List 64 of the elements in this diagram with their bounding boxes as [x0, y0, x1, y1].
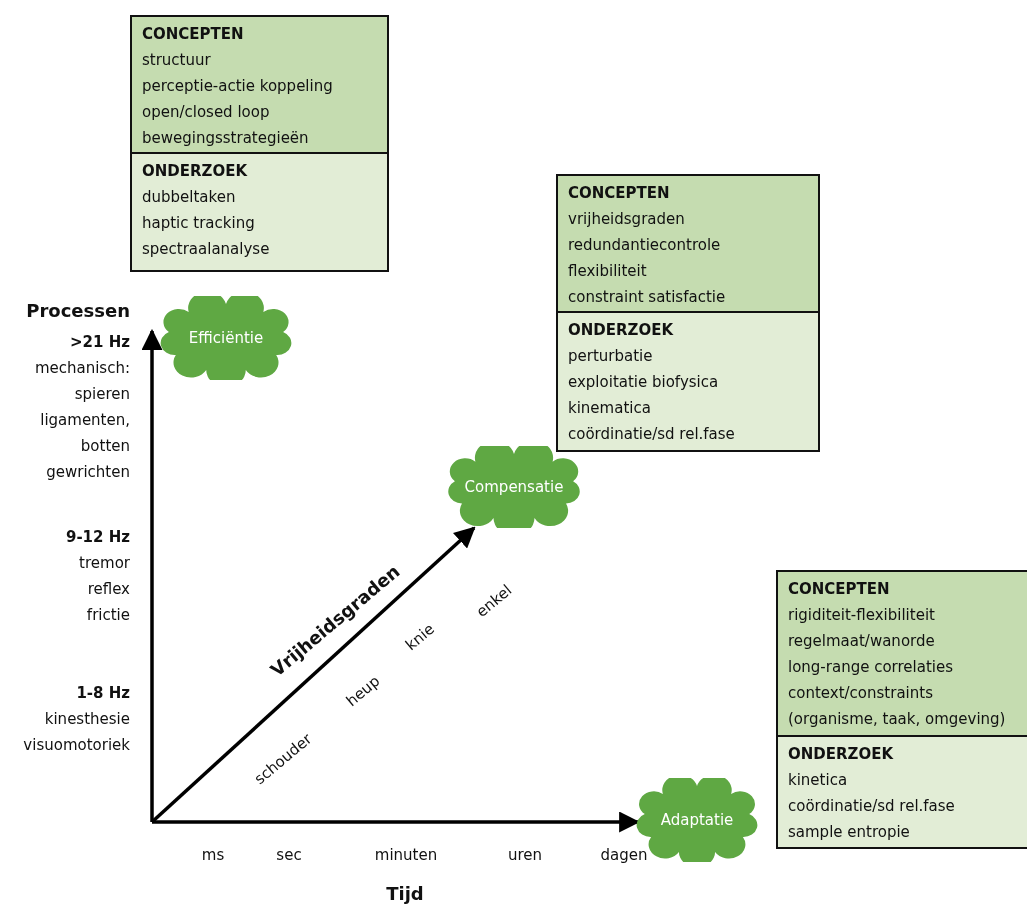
- cloud-label: Adaptatie: [659, 811, 735, 829]
- panel-heading: CONCEPTEN: [788, 579, 891, 600]
- axis-label: kinesthesie: [44, 710, 130, 728]
- axis-tick-label: knie: [402, 619, 438, 655]
- list-item: flexibiliteit: [568, 261, 648, 282]
- axis-label: ligamenten,: [40, 411, 130, 429]
- cloud-label: Compensatie: [463, 478, 565, 496]
- list-item: long-range correlaties: [788, 657, 954, 678]
- axis-heading: 9-12 Hz: [65, 528, 130, 546]
- panel-heading: CONCEPTEN: [568, 183, 671, 204]
- cloud-shape: [160, 296, 292, 380]
- axis-label: tremor: [79, 554, 130, 572]
- cloud-label: Efficiëntie: [187, 329, 265, 347]
- panel-heading: CONCEPTEN: [142, 24, 245, 45]
- list-item: structuur: [142, 50, 212, 71]
- list-item: kinematica: [568, 398, 652, 419]
- list-item: perceptie-actie koppeling: [142, 76, 334, 97]
- list-item: context/constraints: [788, 683, 934, 704]
- list-item: coördinatie/sd rel.fase: [568, 424, 736, 445]
- list-item: spectraalanalyse: [142, 239, 271, 260]
- axis-heading: Tijd: [386, 883, 424, 904]
- axis-heading: >21 Hz: [70, 333, 130, 351]
- axis-label: mechanisch:: [34, 359, 130, 377]
- info-panel: [776, 570, 1027, 737]
- panel-heading: ONDERZOEK: [142, 161, 249, 182]
- axis-label: uren: [507, 846, 543, 864]
- list-item: vrijheidsgraden: [568, 209, 686, 230]
- axis-label: sec: [276, 846, 302, 864]
- info-panel: [776, 735, 1027, 849]
- info-panel: [556, 174, 820, 313]
- list-item: constraint satisfactie: [568, 287, 727, 308]
- list-item: regelmaat/wanorde: [788, 631, 936, 652]
- axis-heading: Processen: [26, 300, 130, 321]
- info-panel: [556, 311, 820, 452]
- info-panel: [130, 152, 389, 272]
- list-item: haptic tracking: [142, 213, 256, 234]
- axis-label: ms: [201, 846, 225, 864]
- info-panel: [130, 15, 389, 154]
- axis-label: spieren: [74, 385, 130, 403]
- axis-heading: 1-8 Hz: [76, 684, 130, 702]
- list-item: open/closed loop: [142, 102, 271, 123]
- list-item: perturbatie: [568, 346, 654, 367]
- axis-label: botten: [80, 437, 130, 455]
- axis-label: visuomotoriek: [23, 736, 130, 754]
- panel-heading: ONDERZOEK: [788, 744, 895, 765]
- axis-arrow: [152, 811, 641, 833]
- panel-heading: ONDERZOEK: [568, 320, 675, 341]
- axis-label: dagen: [600, 846, 648, 864]
- axis-label: reflex: [87, 580, 130, 598]
- list-item: exploitatie biofysica: [568, 372, 720, 393]
- list-item: rigiditeit-flexibiliteit: [788, 605, 936, 626]
- list-item: redundantiecontrole: [568, 235, 722, 256]
- list-item: sample entropie: [788, 822, 911, 843]
- list-item: coördinatie/sd rel.fase: [788, 796, 956, 817]
- axis-arrow: [150, 526, 476, 824]
- axis-label: minuten: [374, 846, 438, 864]
- list-item: (organisme, taak, omgeving): [788, 709, 1007, 730]
- axis-label: frictie: [86, 606, 130, 624]
- list-item: kinetica: [788, 770, 849, 791]
- axis-label: gewrichten: [46, 463, 130, 481]
- cloud-shape: [446, 446, 582, 528]
- list-item: bewegingsstrategieën: [142, 128, 310, 149]
- axis-arrow: [141, 328, 163, 822]
- list-item: dubbeltaken: [142, 187, 237, 208]
